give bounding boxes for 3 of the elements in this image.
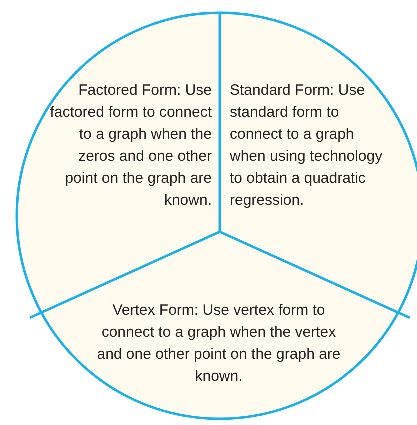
sector-text: Vertex Form: Use vertex form to connect to a graph when the vertex and one other point on the graph are known. — [96, 301, 342, 387]
sector-text: Factored Form: Use factored form to connect to a graph when the zeros and one other point on the graph are known. — [49, 81, 212, 211]
sector-text: Standard Form: Use standard form to connect to a graph when using technology to obtain a quadratic regression. — [230, 81, 384, 211]
